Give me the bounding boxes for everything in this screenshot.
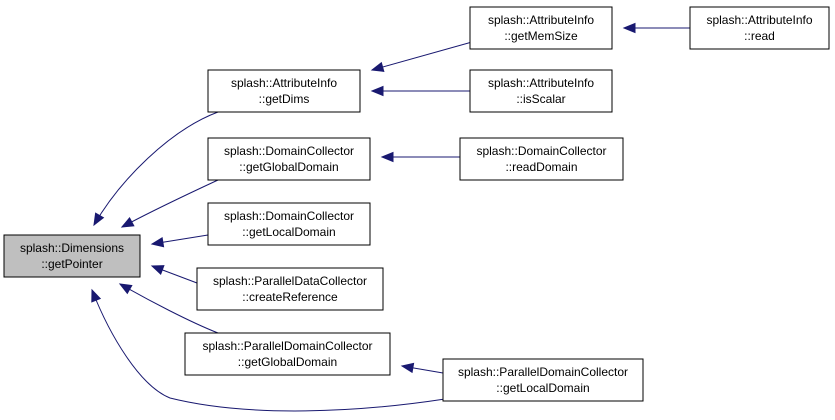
node-label-line1: splash::DomainCollector xyxy=(224,209,354,223)
graph-node-n0[interactable]: splash::Dimensions::getPointer xyxy=(3,234,141,278)
node-label-line1: splash::DomainCollector xyxy=(224,144,354,158)
edge-n4-to-n1 xyxy=(370,85,470,97)
node-box[interactable] xyxy=(196,267,384,311)
node-box[interactable] xyxy=(689,6,830,50)
node-label-line1: splash::DomainCollector xyxy=(476,144,606,158)
node-label-line1: splash::AttributeInfo xyxy=(706,13,812,27)
edge-line xyxy=(121,179,219,228)
edge-line xyxy=(91,289,446,412)
node-box[interactable] xyxy=(207,137,371,181)
arrowhead-icon xyxy=(118,283,133,295)
edge-n9-to-n0 xyxy=(118,283,219,334)
node-label-line2: ::getLocalDomain xyxy=(242,225,335,239)
edge-n1-to-n0 xyxy=(93,111,219,227)
node-box[interactable] xyxy=(3,234,141,278)
node-label-line1: splash::ParallelDataCollector xyxy=(213,274,367,288)
node-box[interactable] xyxy=(207,69,361,113)
edge-n2-to-n1 xyxy=(370,41,473,72)
node-label-line2: ::getGlobalDomain xyxy=(238,355,337,369)
graph-node-n3[interactable]: splash::AttributeInfo::read xyxy=(689,6,830,50)
graph-edges xyxy=(91,22,690,412)
node-label-line2: ::createReference xyxy=(242,290,338,304)
edge-line xyxy=(93,111,219,226)
edge-n10-to-n9 xyxy=(400,362,444,374)
arrowhead-icon xyxy=(400,362,415,374)
node-box[interactable] xyxy=(469,6,613,50)
node-label-line2: ::readDomain xyxy=(505,160,577,174)
arrowhead-icon xyxy=(91,288,102,303)
arrowhead-icon xyxy=(93,212,105,227)
arrowhead-icon xyxy=(150,236,165,248)
arrowhead-icon xyxy=(622,22,636,34)
node-label-line2: ::getPointer xyxy=(41,257,102,271)
arrowhead-icon xyxy=(370,85,384,97)
graph-node-n4[interactable]: splash::AttributeInfo::isScalar xyxy=(469,69,613,113)
graph-nodes: splash::Dimensions::getPointer splash::At… xyxy=(3,6,830,402)
node-box[interactable] xyxy=(459,137,624,181)
node-label-line2: ::getLocalDomain xyxy=(496,381,589,395)
node-label-line2: ::isScalar xyxy=(516,92,565,106)
node-label-line2: ::read xyxy=(744,29,775,43)
node-label-line2: ::getGlobalDomain xyxy=(239,160,338,174)
edge-line xyxy=(371,41,473,71)
node-box[interactable] xyxy=(469,69,613,113)
graph-node-n5[interactable]: splash::DomainCollector::getGlobalDomain xyxy=(207,137,371,181)
node-box[interactable] xyxy=(184,332,391,376)
graph-node-n8[interactable]: splash::ParallelDataCollector::createRef… xyxy=(196,267,384,311)
node-box[interactable] xyxy=(207,202,371,246)
node-label-line1: splash::ParallelDomainCollector xyxy=(458,365,628,379)
arrowhead-icon xyxy=(380,151,394,163)
node-label-line1: splash::ParallelDomainCollector xyxy=(202,339,372,353)
arrowhead-icon xyxy=(370,61,385,72)
node-label-line1: splash::Dimensions xyxy=(20,241,124,255)
edge-n3-to-n2 xyxy=(622,22,690,34)
graph-node-n2[interactable]: splash::AttributeInfo::getMemSize xyxy=(469,6,613,50)
arrowhead-icon xyxy=(120,216,135,228)
node-label-line1: splash::AttributeInfo xyxy=(488,13,594,27)
edge-n6-to-n5 xyxy=(380,151,460,163)
node-label-line1: splash::AttributeInfo xyxy=(488,76,594,90)
edge-n8-to-n0 xyxy=(150,265,198,284)
node-label-line2: ::getMemSize xyxy=(504,29,578,43)
graph-node-n10[interactable]: splash::ParallelDomainCollector::getLoca… xyxy=(442,358,644,402)
node-box[interactable] xyxy=(442,358,644,402)
edge-n5-to-n0 xyxy=(120,179,219,228)
node-label-line1: splash::AttributeInfo xyxy=(231,76,337,90)
edge-n10-to-n0 xyxy=(91,288,446,412)
graph-node-n6[interactable]: splash::DomainCollector::readDomain xyxy=(459,137,624,181)
node-label-line2: ::getDims xyxy=(259,92,310,106)
graph-node-n1[interactable]: splash::AttributeInfo::getDims xyxy=(207,69,361,113)
edge-n7-to-n0 xyxy=(150,234,209,248)
graph-node-n9[interactable]: splash::ParallelDomainCollector::getGlob… xyxy=(184,332,391,376)
graph-node-n7[interactable]: splash::DomainCollector::getLocalDomain xyxy=(207,202,371,246)
arrowhead-icon xyxy=(150,265,165,275)
